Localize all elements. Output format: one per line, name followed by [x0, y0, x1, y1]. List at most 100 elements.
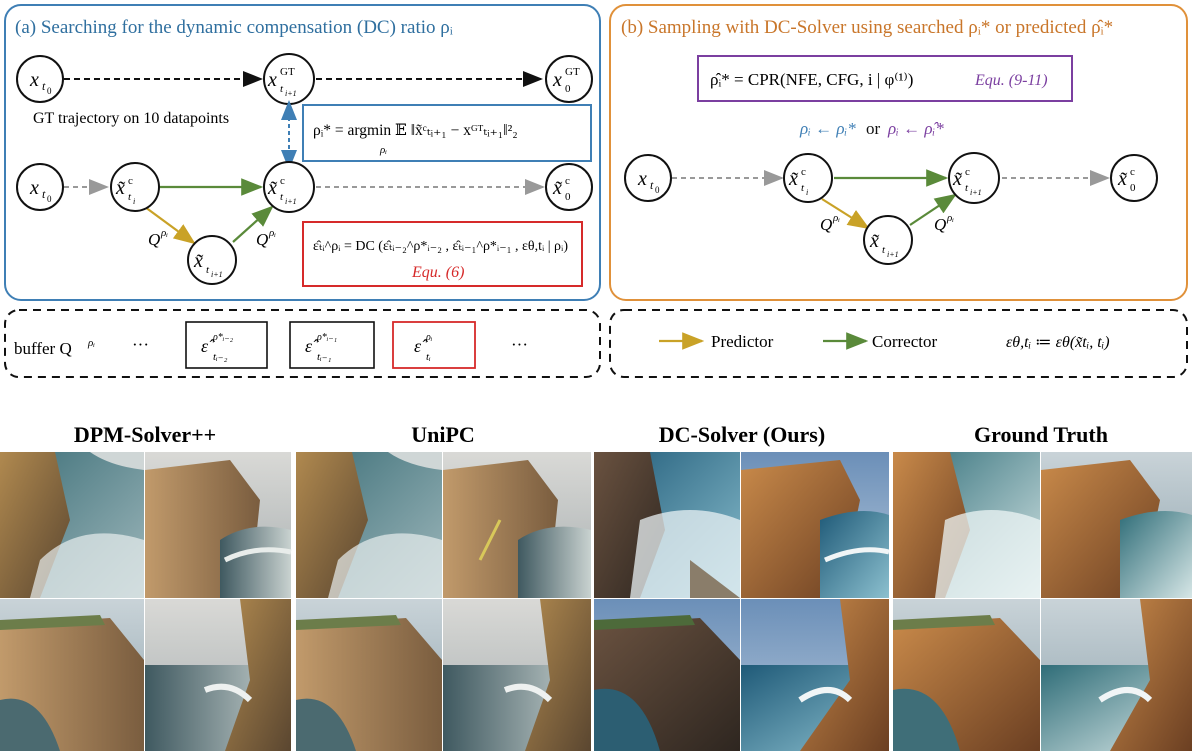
predictor-arrow	[144, 206, 196, 245]
assign-searched: ρᵢ ← ρᵢ*	[799, 119, 856, 138]
svg-text:t: t	[882, 244, 886, 256]
svg-text:ρᵢ: ρᵢ	[832, 212, 840, 224]
cpr-equation-ref: Equ. (9-11)	[974, 72, 1048, 89]
image-unipc-4	[443, 599, 591, 751]
svg-text:c: c	[565, 175, 570, 187]
image-group-groundtruth	[893, 452, 1192, 751]
svg-text:i: i	[133, 197, 135, 206]
svg-text:Q: Q	[934, 215, 946, 234]
svg-text:i+1: i+1	[285, 197, 297, 206]
image-dpm-3	[0, 599, 144, 751]
buffer-item-3: ε̂ ρᵢ tᵢ	[392, 321, 476, 369]
svg-text:t: t	[128, 191, 132, 203]
svg-text:Q: Q	[148, 230, 160, 249]
q-label-a-right: Q ρᵢ	[256, 227, 276, 249]
image-dpm-2	[145, 452, 292, 598]
svg-text:tᵢ₋₁: tᵢ₋₁	[317, 351, 332, 363]
svg-text:0: 0	[1130, 182, 1136, 194]
svg-text:x̃: x̃	[869, 230, 879, 252]
svg-text:ρᵢ: ρᵢ	[425, 332, 433, 343]
svg-text:x: x	[552, 69, 562, 91]
svg-text:x̃: x̃	[788, 168, 798, 190]
svg-text:i+1: i+1	[211, 270, 223, 279]
svg-text:t: t	[280, 191, 284, 203]
image-gt-1	[893, 452, 1040, 598]
b-predictor-arrow	[821, 198, 870, 230]
predictor-legend-label: Predictor	[711, 332, 774, 351]
svg-text:ρᵢ: ρᵢ	[160, 227, 168, 239]
svg-text:ρᵢ: ρᵢ	[87, 337, 95, 349]
buffer-item-1: ε̂ ρ*ᵢ₋₂ tᵢ₋₂	[185, 321, 268, 369]
svg-text:t: t	[280, 83, 284, 95]
image-dc-1	[594, 452, 740, 598]
dc-equation-ref: Equ. (6)	[411, 264, 464, 281]
svg-text:x̃: x̃	[267, 177, 277, 199]
svg-text:x̃: x̃	[952, 168, 962, 190]
argmin-subscript: ρᵢ	[379, 144, 387, 156]
panel-b-title: (b) Sampling with DC-Solver using search…	[621, 17, 1113, 38]
b-node-end: x̃ c 0	[1110, 154, 1158, 202]
legend-frame	[609, 309, 1188, 378]
svg-text:c: c	[128, 175, 133, 187]
svg-text:i+1: i+1	[887, 250, 899, 259]
node-solver-end: x̃ c 0	[545, 163, 593, 211]
svg-text:0: 0	[47, 86, 52, 96]
svg-text:x̃: x̃	[115, 177, 125, 199]
argmin-formula: ρᵢ* = argmin 𝔼 ‖x̃ᶜₜᵢ₊₁ − xᴳᵀₜᵢ₊₁‖²₂	[313, 122, 518, 139]
gt-trajectory-caption: GT trajectory on 10 datapoints	[33, 110, 229, 127]
argmin-box: ρᵢ* = argmin 𝔼 ‖x̃ᶜₜᵢ₊₁ − xᴳᵀₜᵢ₊₁‖²₂ ρᵢ	[302, 104, 592, 162]
image-group-dcsolver	[594, 452, 890, 751]
svg-text:x̃: x̃	[1117, 168, 1127, 190]
svg-text:i: i	[806, 188, 808, 197]
svg-text:0: 0	[565, 191, 571, 203]
image-unipc-3	[296, 599, 442, 751]
method-label-dpm: DPM-Solver++	[74, 422, 216, 447]
dc-formula: ε̂ₜᵢ^ρᵢ = DC (ε̂ₜᵢ₋₂^ρ*ᵢ₋₂ , ε̂ₜᵢ₋₁^ρ*ᵢ₋…	[313, 239, 568, 254]
method-label-dcsolver: DC-Solver (Ours)	[659, 422, 825, 447]
dc-box: ε̂ₜᵢ^ρᵢ = DC (ε̂ₜᵢ₋₂^ρ*ᵢ₋₂ , ε̂ₜᵢ₋₁^ρ*ᵢ₋…	[302, 221, 583, 287]
q-label-b-right: Q ρᵢ	[934, 212, 954, 234]
svg-text:GT: GT	[280, 66, 295, 78]
buffer-ellipsis-start: ···	[132, 335, 149, 354]
svg-text:ρᵢ: ρᵢ	[946, 212, 954, 224]
svg-text:GT: GT	[565, 66, 580, 78]
svg-text:t: t	[42, 187, 46, 201]
svg-text:c: c	[1130, 166, 1135, 178]
svg-text:c: c	[280, 175, 285, 187]
svg-text:Q: Q	[820, 215, 832, 234]
assign-predicted: ρᵢ ← ρ̂ᵢ*	[887, 119, 944, 138]
b-corrector-arrow-2	[909, 193, 957, 226]
svg-text:c: c	[965, 166, 970, 178]
svg-text:0: 0	[655, 185, 660, 195]
svg-text:i+1: i+1	[970, 188, 982, 197]
corrector-arrow-2	[232, 205, 274, 243]
rho-assignment: ρᵢ ← ρᵢ* or ρᵢ ← ρ̂ᵢ*	[799, 119, 944, 138]
buffer-item-2: ε̂ ρ*ᵢ₋₁ tᵢ₋₁	[289, 321, 375, 369]
svg-text:x: x	[267, 69, 277, 91]
svg-text:0: 0	[565, 83, 571, 95]
cpr-formula: ρ̂ᵢ* = CPR(NFE, CFG, i | φ⁽¹⁾)	[710, 70, 913, 89]
image-unipc-2	[443, 452, 591, 598]
image-dpm-4	[145, 599, 291, 751]
svg-text:t: t	[42, 79, 46, 93]
q-label-b-left: Q ρᵢ	[820, 212, 840, 234]
image-group-unipc	[296, 452, 591, 751]
svg-text:ρ*ᵢ₋₁: ρ*ᵢ₋₁	[316, 332, 337, 343]
image-dc-2	[741, 452, 890, 598]
svg-text:Q: Q	[256, 230, 268, 249]
svg-text:x: x	[29, 177, 39, 199]
panel-b-frame	[609, 4, 1188, 301]
svg-text:t: t	[206, 264, 210, 276]
svg-text:x: x	[637, 168, 647, 190]
panel-a-title: (a) Searching for the dynamic compensati…	[15, 17, 453, 38]
image-gt-3	[893, 599, 1040, 751]
svg-text:t: t	[801, 182, 805, 194]
image-group-dpm	[0, 452, 292, 751]
cpr-box: ρ̂ᵢ* = CPR(NFE, CFG, i | φ⁽¹⁾) Equ. (9-1…	[697, 55, 1073, 102]
